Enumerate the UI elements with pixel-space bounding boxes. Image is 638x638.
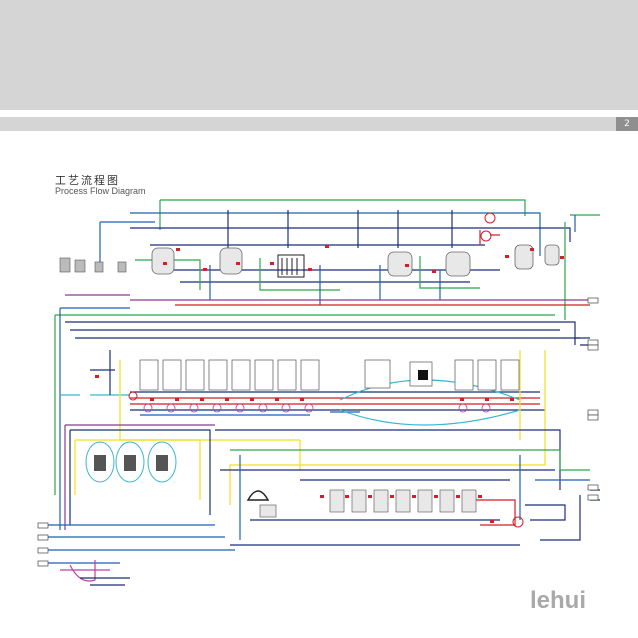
lower-tank-row [259,489,477,518]
pipe-navy [130,391,545,411]
pumps [128,212,524,528]
pipe-navy [90,350,115,395]
middle-tank-row [139,359,520,391]
pipe-blue [140,411,360,416]
heat-exchangers [143,403,491,413]
pipe-purple [65,294,590,301]
pipe-navy [130,227,571,242]
page-title-chinese: 工艺流程图 [55,174,120,187]
logo-text: lehui [530,587,586,614]
pipe-navy [215,429,561,490]
pipe-green [135,256,480,291]
pipe-navy [230,479,520,546]
pipe-red [470,499,516,526]
pipe-navy [69,429,211,525]
pipe-blue [99,221,155,262]
tank [445,251,471,277]
dome-unit [246,490,270,501]
process-flow-diagram [37,199,600,586]
lehui-logo: lehui [530,587,586,614]
pipe-navy [80,577,130,586]
pipe-green [159,199,526,230]
pipe-green [230,449,590,471]
tank [544,244,560,266]
header-bar [0,117,638,131]
pipe-purple [64,424,215,530]
page-number: 2 [616,117,638,131]
pipe-blue [45,524,235,564]
valve-markers [95,245,564,523]
tank [151,247,175,275]
pipe-blue [130,212,541,256]
pipe-navy [525,504,566,521]
pipe-blue [59,307,130,530]
tank [387,251,413,277]
pipe-blue [239,455,590,540]
filter-unit [277,254,305,278]
pipe-navy [65,321,580,345]
pipe-blue [209,265,441,305]
pipe-green [54,314,555,495]
pipe-yellow [74,439,201,500]
control-block [418,370,428,380]
tank [219,247,243,275]
pipe-navy [227,210,453,248]
pipe-red [130,397,540,405]
top-banner [0,0,638,110]
pipe-yellow [299,350,521,470]
pipe-red [479,230,500,245]
upper-vessels [151,244,560,277]
left-equipment [59,257,127,273]
pipe-magenta [60,560,110,582]
tank [514,244,534,270]
page-title-english: Process Flow Diagram [55,186,146,196]
outlet-connectors [37,297,599,567]
